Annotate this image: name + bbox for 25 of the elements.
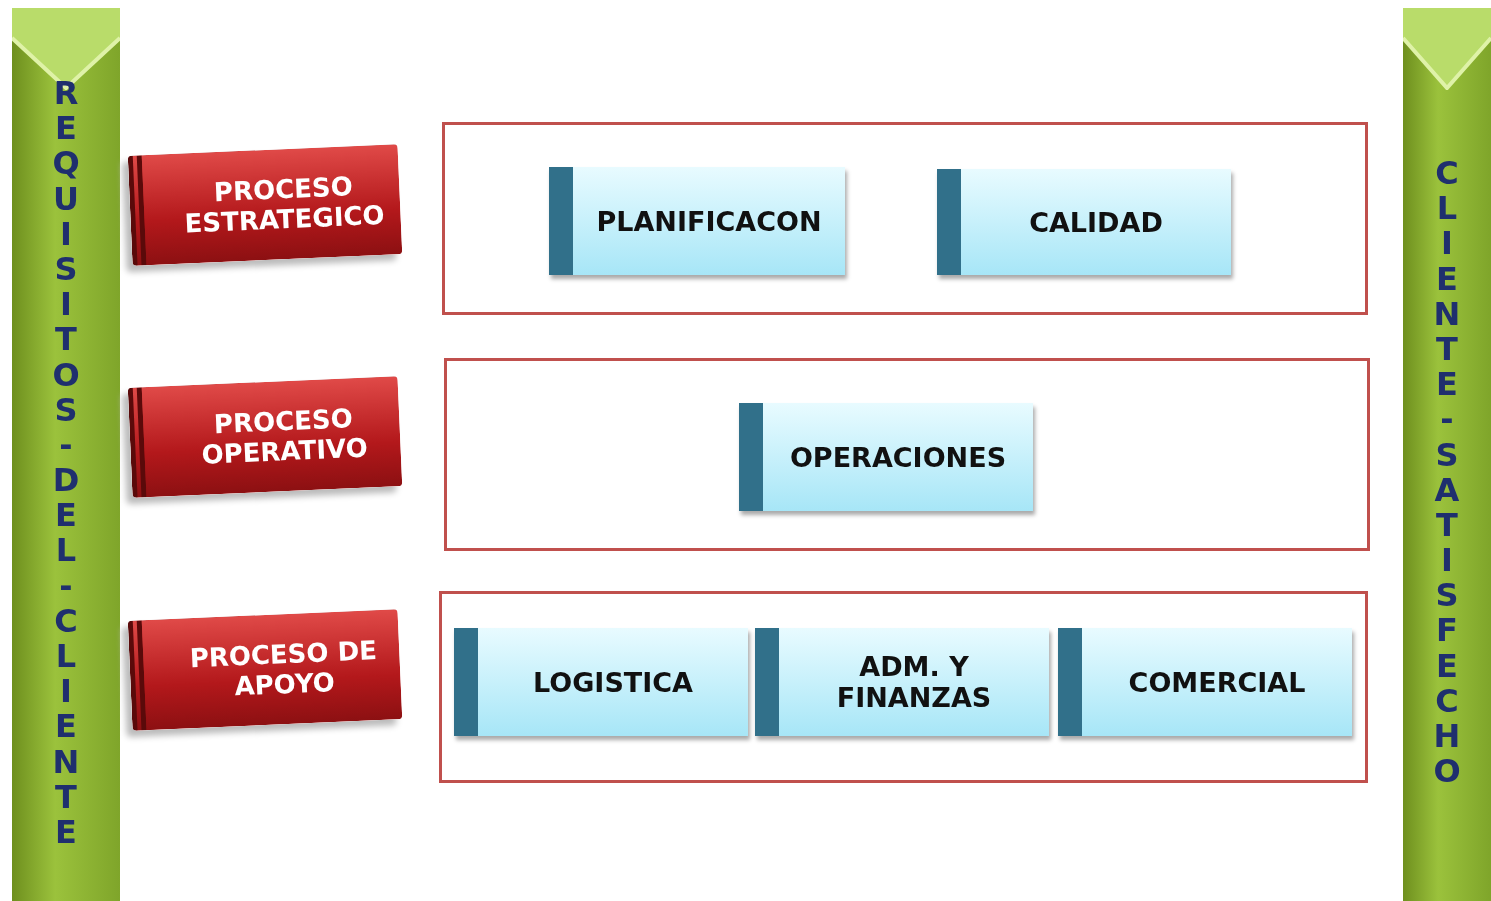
group-frame (439, 591, 1368, 783)
side-band (12, 8, 120, 901)
node-label: OPERACIONES (789, 441, 1007, 473)
process-box (454, 628, 748, 736)
process-tab (127, 376, 403, 498)
node-label: LOGISTICA (533, 666, 693, 698)
node-label: PROCESO OPERATIVO (199, 402, 370, 471)
side-band (1403, 8, 1491, 901)
process-box (1058, 628, 1352, 736)
node-label: COMERCIAL (1128, 666, 1306, 698)
node-label: CALIDAD (1029, 206, 1163, 238)
process-box (937, 169, 1231, 275)
process-box (755, 628, 1049, 736)
group-frame (442, 122, 1368, 315)
group-frame (444, 358, 1370, 551)
node-label: PLANIFICACON (596, 205, 822, 237)
process-tab (127, 144, 403, 266)
node-label: PROCESO DE APOYO (188, 634, 379, 704)
process-box (549, 167, 845, 275)
node-label: CLIENTE-SATISFECHO (1432, 156, 1462, 793)
process-tab (127, 609, 403, 731)
node-label: PROCESO ESTRATEGICO (183, 170, 387, 239)
process-box (739, 403, 1033, 511)
node-label: REQUISITOS-DEL-CLIENTE (51, 76, 81, 853)
node-label: ADM. Y FINANZAS (835, 651, 993, 713)
